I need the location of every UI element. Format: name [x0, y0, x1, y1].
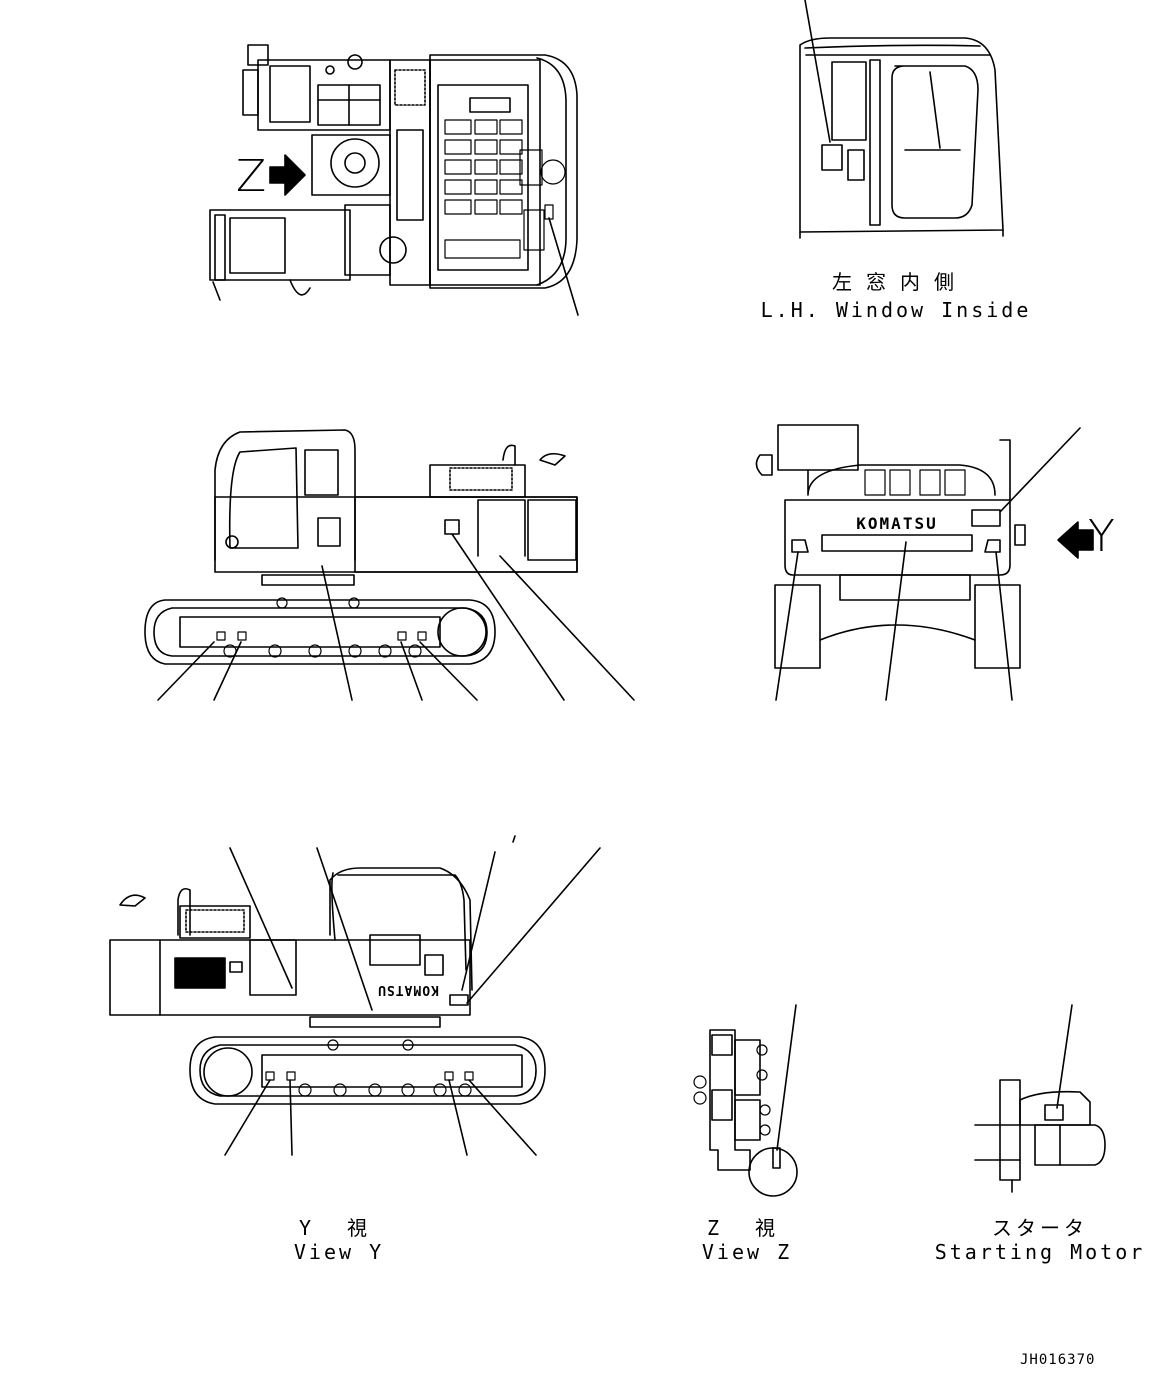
rear-view [756, 425, 1093, 700]
document-id: JH016370 [1020, 1352, 1096, 1368]
lh-window-label-en: L.H. Window Inside [760, 298, 1032, 322]
view-z-pump [694, 1005, 797, 1196]
cab-inside-view [800, 0, 1003, 238]
view-z-marker: Z [236, 151, 267, 202]
view-y-label-jp: Y 視 [298, 1216, 380, 1240]
view-z-label-en: View Z [701, 1240, 793, 1264]
komatsu-logo-rear: KOMATSU [856, 514, 938, 533]
view-y-side [110, 836, 600, 1155]
starting-motor-label-en: Starting Motor [934, 1240, 1146, 1264]
lh-window-label-jp: 左窓内側 [832, 270, 968, 294]
starting-motor-label-jp: スタータ [992, 1216, 1088, 1240]
view-y-label-en: View Y [293, 1240, 385, 1264]
view-y-marker: Y [1088, 511, 1115, 562]
komatsu-logo-side: KOMATSU [377, 982, 439, 997]
side-view-left [145, 430, 634, 700]
top-view-machine [210, 45, 578, 315]
starting-motor-view [975, 1005, 1105, 1192]
view-z-label-jp: Z 視 [706, 1216, 788, 1240]
